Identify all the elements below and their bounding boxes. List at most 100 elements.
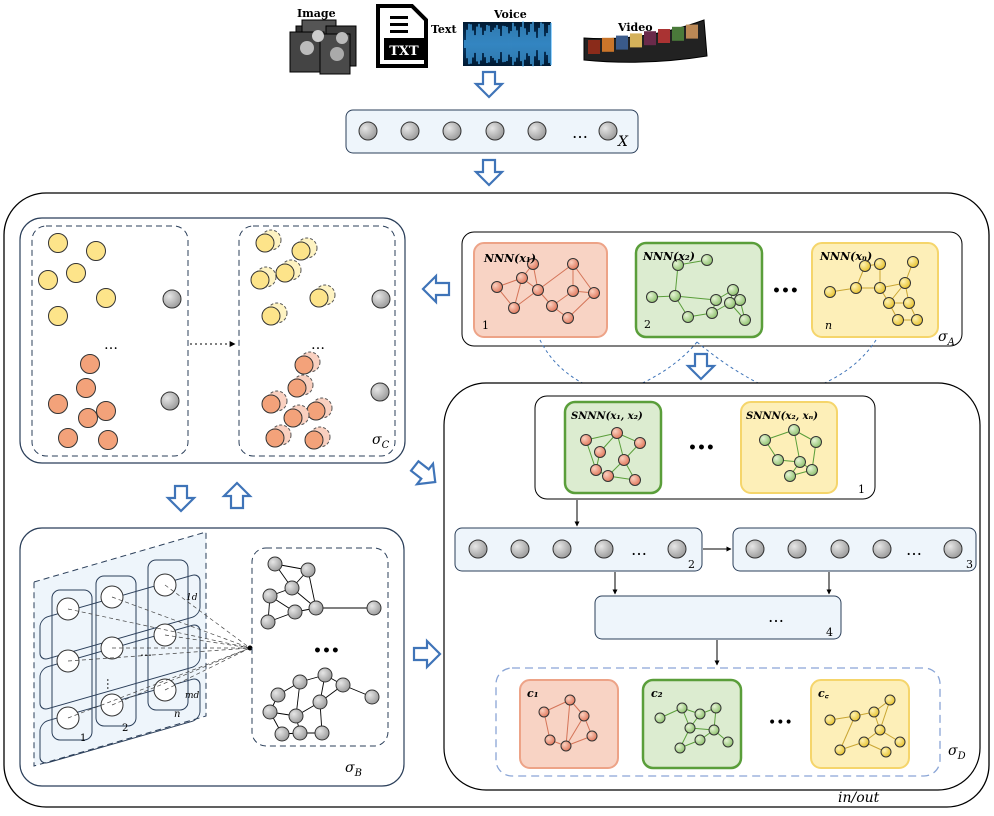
voice-waveform-icon [463, 21, 552, 67]
film-frame [686, 24, 698, 39]
nnn-2-graph-node [734, 294, 746, 306]
grid-col-ellipsis: … [104, 678, 118, 690]
snnn-2n-graph-node [784, 470, 796, 482]
sigma-c-updated-node [261, 394, 281, 414]
grid-projection-ray [111, 596, 251, 649]
step3-label: 3 [966, 558, 973, 571]
sigma-b-top-graph-node [366, 600, 382, 616]
sigma-c-data-node [86, 241, 106, 261]
input-image-icon [289, 19, 357, 75]
x-vector-node [527, 121, 547, 141]
nnn-n-graph-node [903, 297, 915, 309]
step2-vector-node [552, 539, 572, 559]
cluster-c-box [810, 679, 910, 769]
cluster-2-label: c₂ [651, 687, 663, 700]
sigma-b-top-graph-node [262, 588, 278, 604]
grid-projection-ray [67, 647, 251, 662]
nnn-2-graph-node [724, 297, 736, 309]
nnn-1-graph-node [532, 284, 544, 296]
nnn-1-graph-node [588, 287, 600, 299]
sigma-b-to-sigma-c-arrow [221, 481, 253, 510]
cluster-c-graph-node [858, 736, 870, 748]
nnn-1-graph-node [567, 258, 579, 270]
sigma-c-data-node [80, 354, 100, 374]
input-voice-label: Voice [493, 8, 527, 21]
x-vector-node [442, 121, 462, 141]
grid-projection-ray [67, 608, 251, 649]
sigma-c-data-node [66, 263, 86, 283]
nnn-2-graph-node [646, 291, 658, 303]
nnn-2-label: NNN(x₂) [642, 250, 695, 263]
sigma-c-data-node [38, 270, 58, 290]
nnn-1-graph-node [491, 281, 503, 293]
sigma-b-bottom-graph-node [270, 687, 286, 703]
sigma-c-right-group [238, 225, 396, 457]
sigma-c-updated-node [294, 355, 314, 375]
film-frame [588, 40, 600, 54]
sigma-c-updated-node [291, 241, 311, 261]
step4-vector-box [594, 595, 842, 640]
snnn-12-graph-node [618, 454, 630, 466]
nnn-n-graph-node [883, 297, 895, 309]
sigma-c-data-node [76, 378, 96, 398]
sigma-b-bottom-graph-node [292, 674, 308, 690]
step3-vector-box [732, 527, 977, 572]
nnn-n-graph-node [874, 282, 886, 294]
snnn-2n-label: SNNN(x₂, xₙ) [746, 411, 818, 422]
cluster-2-graph-node [694, 708, 706, 720]
x-vector-ellipsis: … [572, 123, 588, 142]
cluster-1-graph-node [544, 734, 556, 746]
sigma-b-bottom-graph-node [335, 677, 351, 693]
sigma-a-label: σA [938, 329, 955, 348]
snnn-2n-graph-node [772, 454, 784, 466]
sigma-b-bottom-graph-node [274, 726, 290, 742]
snnn-12-box [563, 400, 663, 495]
cluster-c-label: c꜀ [818, 687, 830, 700]
step4-ellipsis: … [768, 607, 784, 626]
cluster-c-graph-edge [839, 715, 856, 751]
cluster-c-graph-node [884, 694, 896, 706]
sigma-c-updated-node [304, 430, 324, 450]
sigma-b-bottom-graph-node [288, 708, 304, 724]
nnn-1-graph-node [516, 272, 528, 284]
sigma-c-updated-node [250, 270, 270, 290]
sigma-c-unassigned-node [370, 382, 390, 402]
nnn-n-graph-node [911, 314, 923, 326]
sigma-b-top-graph-node [284, 580, 300, 596]
x-vector-node [400, 121, 420, 141]
cluster-1-graph-edge [565, 715, 585, 747]
nnn-2-graph-edge [674, 295, 717, 301]
snnn-2n-graph-node [788, 424, 800, 436]
sigma-d-label: σD [948, 743, 966, 762]
sigma-b-top-graph-node [287, 604, 303, 620]
sigma-c-label: σC [372, 432, 390, 451]
step2-vector-node [510, 539, 530, 559]
sigma-a-ellipsis: ••• [772, 283, 799, 299]
x-vector-node [485, 121, 505, 141]
nnn-n-graph-node [874, 258, 886, 270]
cluster-1-label: c₁ [527, 687, 539, 700]
nnn-1-label: NNN(x₁) [483, 252, 536, 265]
step2-vector-box [454, 527, 703, 572]
sigma-c-data-node [48, 233, 68, 253]
step2-vector-node [594, 539, 614, 559]
sigma-c-updated-node [255, 233, 275, 253]
cluster-1-graph-node [560, 740, 572, 752]
sigma-c-left-ellipsis: … [104, 337, 118, 353]
grid-col-n-label: n [174, 709, 180, 720]
input-text-label: Text [431, 23, 457, 36]
input-image-label: Image [297, 7, 336, 20]
film-frame [602, 37, 614, 52]
grid-col-2-label: 2 [122, 723, 128, 734]
step3-vector-node [745, 539, 765, 559]
film-frame [658, 29, 670, 43]
grid-column-box [95, 575, 137, 727]
input-to-x-arrow [473, 70, 505, 99]
grid-col-1-label: 1 [80, 733, 86, 744]
cluster-1-graph-node [578, 710, 590, 722]
cluster-2-graph-node [694, 734, 706, 746]
sigma-c-updated-node [283, 408, 303, 428]
sigma-c-to-sigma-d-arrow [409, 459, 437, 486]
sigma-b-bottom-graph-node [314, 725, 330, 741]
sigma-b-bottom-graph-node [262, 704, 278, 720]
